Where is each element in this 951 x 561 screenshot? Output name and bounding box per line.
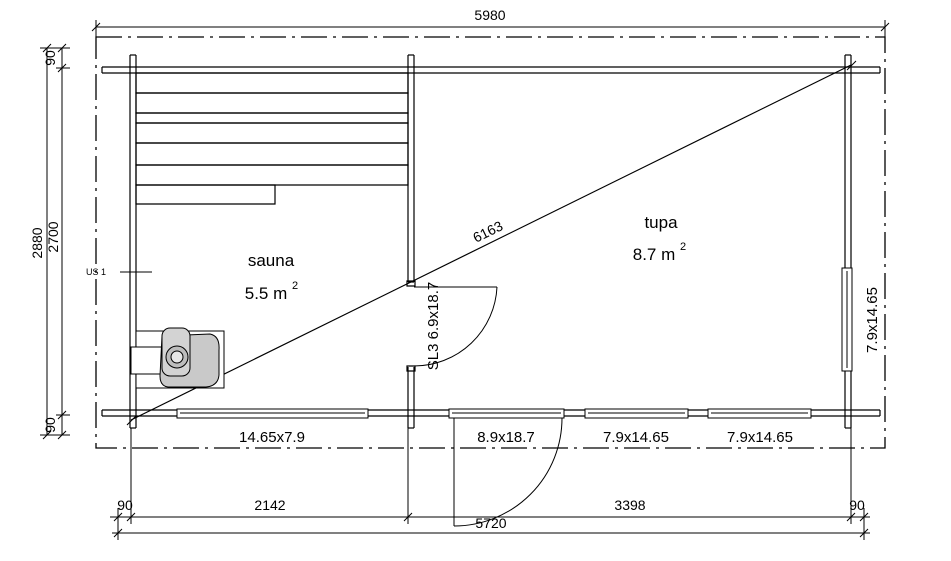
room-sauna-area-sup: 2: [292, 280, 298, 292]
room-tupa-area-sup: 2: [680, 241, 686, 253]
dim-wall-bottom: 90: [42, 417, 58, 433]
inner-door: [414, 287, 497, 366]
dim-overall-height: 2880: [29, 227, 45, 258]
dim-bottom-tupa: 3398: [614, 497, 645, 513]
dim-inner-height: 2700: [45, 221, 61, 252]
right-window: [842, 268, 852, 371]
bottom-openings: [177, 409, 811, 418]
dim-bottom-inner-total: 5720: [475, 515, 506, 531]
sauna-benches: [136, 73, 408, 204]
dim-bottom-right-wall: 90: [849, 497, 865, 513]
us-label: US 1: [86, 267, 106, 277]
window-sauna-label: 14.65x7.9: [239, 429, 305, 446]
bottom-dimensions: [110, 428, 870, 540]
sauna-stove: [131, 328, 224, 388]
dim-wall-top: 90: [42, 50, 58, 66]
roof-outline: [96, 37, 885, 448]
left-dimensions: [40, 44, 70, 439]
top-dimension: [92, 20, 889, 40]
front-door-swing: [454, 418, 562, 526]
dim-diagonal: 6163: [470, 217, 505, 245]
front-door-label: 8.9x18.7: [477, 429, 535, 446]
dim-overall-length: 5980: [474, 7, 505, 23]
room-sauna-area: 5.5 m: [245, 284, 288, 303]
inner-door-label: SL3 6.9x18.7: [425, 282, 442, 370]
window-front-1-label: 7.9x14.65: [603, 429, 669, 446]
right-window-label: 7.9x14.65: [864, 287, 881, 353]
room-sauna-name: sauna: [248, 251, 295, 270]
dim-bottom-left-wall: 90: [117, 497, 133, 513]
room-tupa-area: 8.7 m: [633, 245, 676, 264]
window-front-2-label: 7.9x14.65: [727, 429, 793, 446]
diagonal-line: [131, 65, 851, 420]
room-tupa-name: tupa: [644, 213, 678, 232]
diagonal-ticks: [127, 61, 856, 425]
dim-bottom-sauna: 2142: [254, 497, 285, 513]
